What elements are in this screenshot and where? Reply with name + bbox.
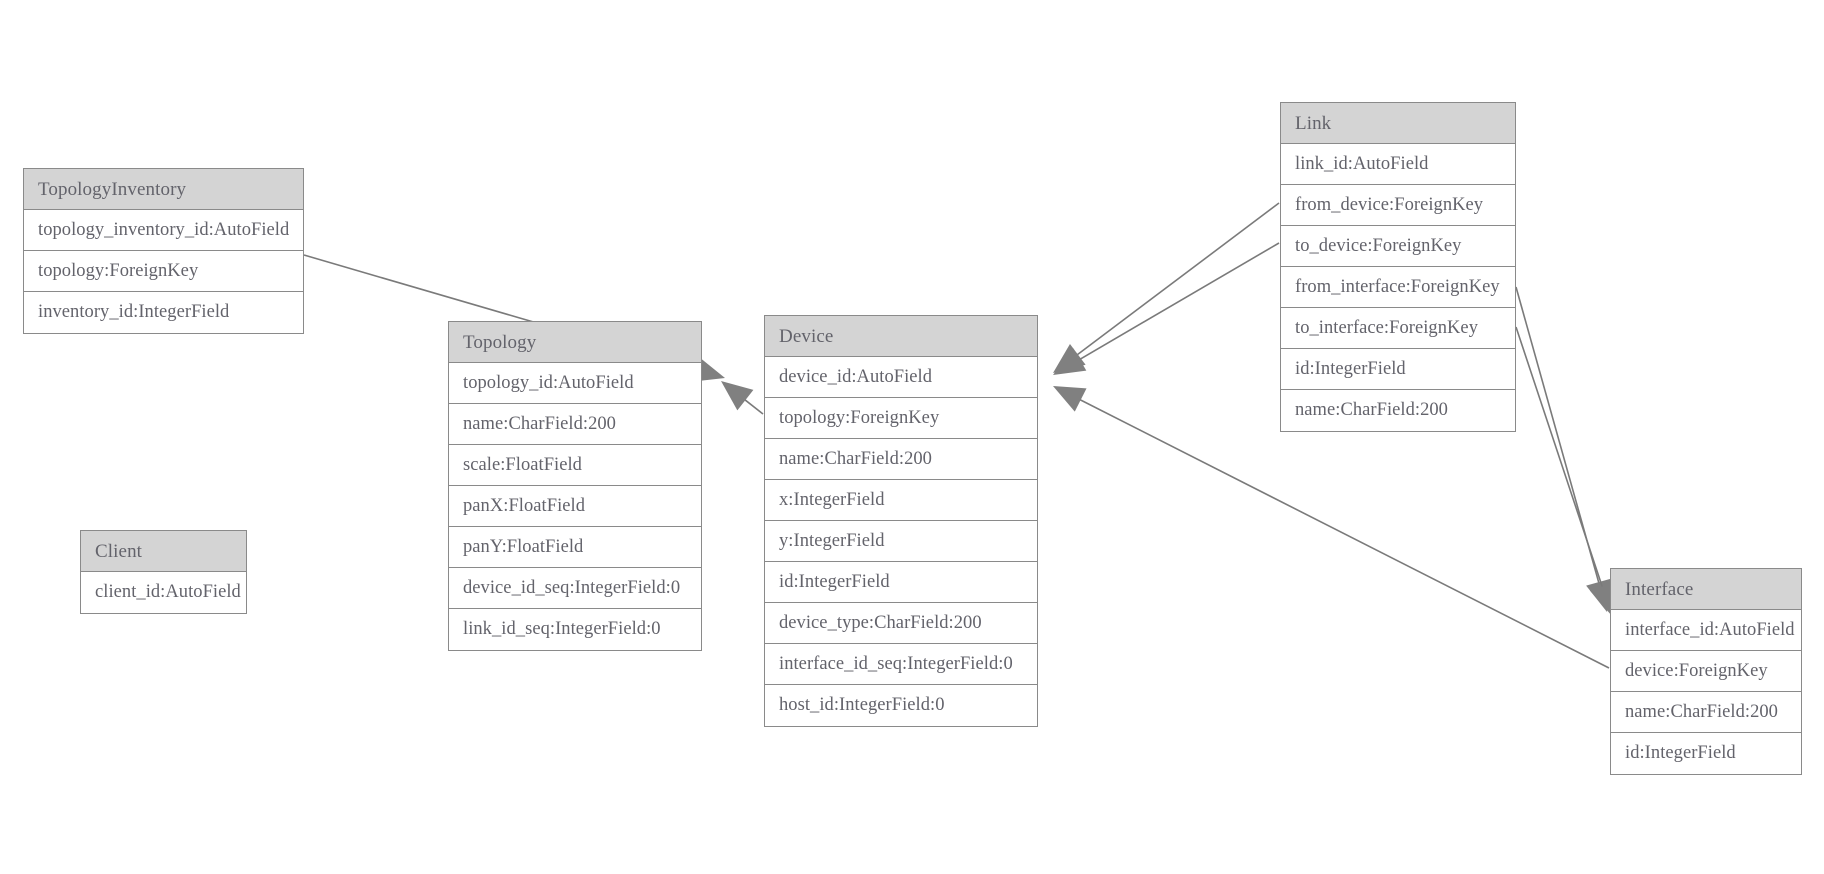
relationship-line-link-from-device (1073, 202, 1280, 359)
field-row: topology:ForeignKey (24, 251, 303, 292)
field-row: id:IntegerField (1281, 349, 1515, 390)
entity-title-client: Client (81, 531, 246, 572)
field-row: name:CharField:200 (1281, 390, 1515, 431)
relationship-arrowhead-device-topology (721, 381, 754, 411)
field-row: topology_id:AutoField (449, 363, 701, 404)
field-row: interface_id_seq:IntegerField:0 (765, 644, 1037, 685)
entity-title-topologyinventory: TopologyInventory (24, 169, 303, 210)
field-row: panY:FloatField (449, 527, 701, 568)
field-row: to_device:ForeignKey (1281, 226, 1515, 267)
field-row: name:CharField:200 (449, 404, 701, 445)
field-row: name:CharField:200 (765, 439, 1037, 480)
relationship-arrowhead-link-from-device (1053, 343, 1086, 373)
field-row: topology_inventory_id:AutoField (24, 210, 303, 251)
relationship-line-link-to-device (1075, 242, 1280, 363)
field-row: device_id_seq:IntegerField:0 (449, 568, 701, 609)
field-row: host_id:IntegerField:0 (765, 685, 1037, 726)
field-row: link_id:AutoField (1281, 144, 1515, 185)
field-row: from_interface:ForeignKey (1281, 267, 1515, 308)
field-row: to_interface:ForeignKey (1281, 308, 1515, 349)
field-row: device_id:AutoField (765, 357, 1037, 398)
field-row: client_id:AutoField (81, 572, 246, 613)
field-row: inventory_id:IntegerField (24, 292, 303, 333)
field-row: panX:FloatField (449, 486, 701, 527)
relationship-line-link-to-interface (1515, 326, 1605, 592)
field-row: topology:ForeignKey (765, 398, 1037, 439)
field-row: id:IntegerField (765, 562, 1037, 603)
entity-title-device: Device (765, 316, 1037, 357)
field-row: name:CharField:200 (1611, 692, 1801, 733)
field-row: x:IntegerField (765, 480, 1037, 521)
entity-title-topology: Topology (449, 322, 701, 363)
field-row: from_device:ForeignKey (1281, 185, 1515, 226)
relationship-line-device-topology (740, 396, 764, 415)
field-row: y:IntegerField (765, 521, 1037, 562)
field-row: device_type:CharField:200 (765, 603, 1037, 644)
relationship-arrowhead-interface-device (1053, 386, 1087, 412)
field-row: link_id_seq:IntegerField:0 (449, 609, 701, 650)
relationship-line-interface-device (1075, 397, 1610, 669)
field-row: id:IntegerField (1611, 733, 1801, 774)
field-row: interface_id:AutoField (1611, 610, 1801, 651)
entity-title-link: Link (1281, 103, 1515, 144)
relationship-arrowhead-link-from-interface (1586, 578, 1612, 612)
relationship-line-link-from-interface (1515, 286, 1601, 588)
relationship-arrowhead-link-to-device (1053, 348, 1087, 375)
field-row: scale:FloatField (449, 445, 701, 486)
field-row: device:ForeignKey (1611, 651, 1801, 692)
entity-title-interface: Interface (1611, 569, 1801, 610)
